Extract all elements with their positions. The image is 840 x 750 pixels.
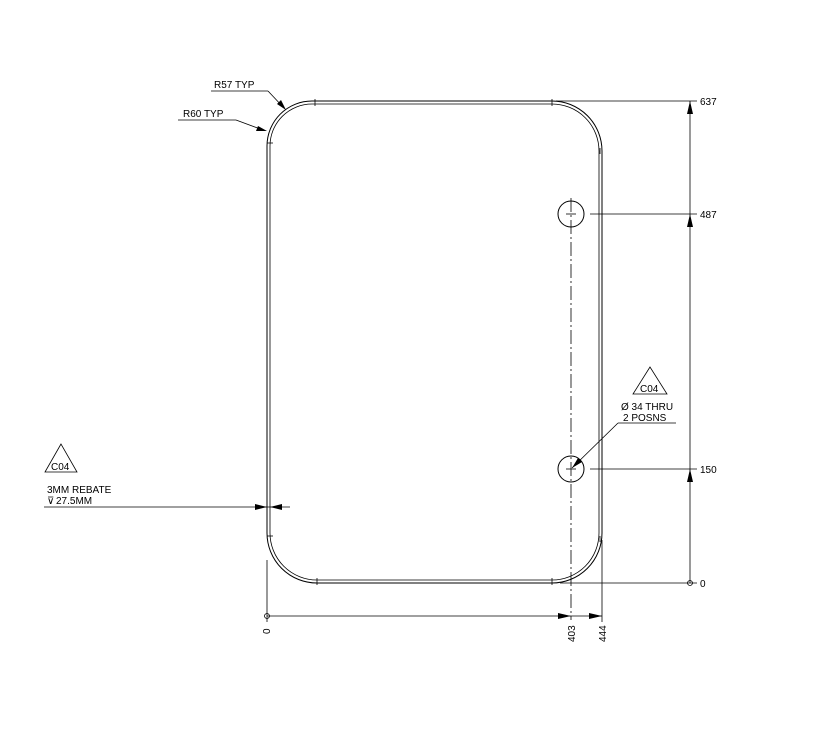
dim-0-horizontal: 0 bbox=[262, 628, 273, 634]
rebate-note-1: 3MM REBATE bbox=[47, 485, 112, 496]
dim-150: 150 bbox=[700, 465, 717, 476]
horizontal-dimension: 0 403 444 bbox=[262, 540, 609, 642]
panel-outline bbox=[266, 99, 603, 585]
label-r60: R60 TYP bbox=[183, 109, 224, 120]
rebate-tag: C04 bbox=[51, 462, 70, 473]
dim-444: 444 bbox=[598, 625, 609, 642]
hole-note-2: 2 POSNS bbox=[623, 413, 667, 424]
callout-rebate: C04 3MM REBATE ⊽ 27.5MM bbox=[44, 443, 290, 510]
dim-0-vertical: 0 bbox=[700, 579, 706, 590]
dim-487: 487 bbox=[700, 210, 717, 221]
depth-symbol: ⊽ bbox=[47, 496, 54, 507]
hole-note-1: Ø 34 THRU bbox=[621, 402, 673, 413]
dim-637: 637 bbox=[700, 97, 717, 108]
dim-403: 403 bbox=[567, 625, 578, 642]
vertical-dimension: 637 487 150 0 bbox=[556, 97, 717, 590]
hole-tag: C04 bbox=[640, 384, 659, 395]
rebate-note-2: 27.5MM bbox=[56, 496, 92, 507]
callout-hole: C04 Ø 34 THRU 2 POSNS bbox=[571, 366, 676, 469]
callout-r60: R60 TYP bbox=[178, 109, 267, 131]
callout-r57: R57 TYP bbox=[211, 80, 286, 110]
label-r57: R57 TYP bbox=[214, 80, 255, 91]
